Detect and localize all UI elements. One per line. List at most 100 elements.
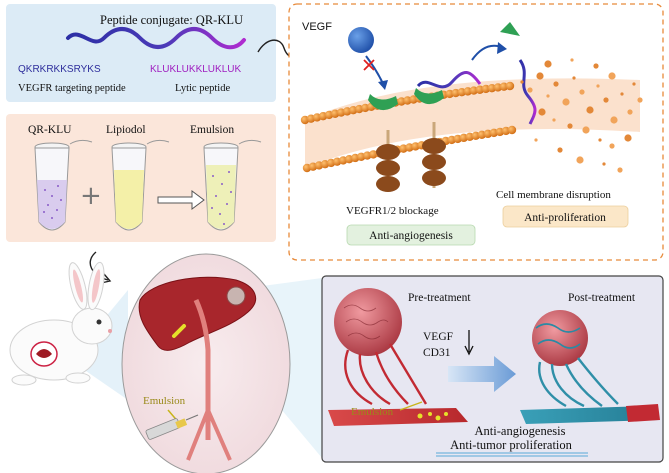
tube-emulsion — [203, 139, 262, 231]
plus-symbol: + — [80, 181, 102, 211]
debris-particle — [620, 92, 624, 96]
rabbit-to-liver-projection — [70, 290, 128, 400]
debris-particle — [598, 138, 602, 142]
receptor-blockage-label: VEGFR1/2 blockage — [346, 205, 439, 217]
debris-particle — [602, 162, 606, 166]
mix-arrow — [157, 190, 205, 210]
decrease-arrowhead — [464, 345, 474, 356]
debris-particle — [586, 106, 594, 114]
pre-treatment-label: Pre-treatment — [408, 292, 471, 304]
vegf-label: VEGF — [302, 21, 332, 33]
debris-particle — [627, 109, 633, 115]
inserting-peptide — [518, 59, 537, 125]
tube-label-qrklu: QR-KLU — [28, 124, 72, 136]
anti-angiogenesis-badge — [346, 224, 476, 246]
vegfr-sequence: QKRKRKKSRYKS — [18, 64, 101, 75]
anti-proliferation-badge — [502, 205, 629, 228]
debris-particle — [603, 97, 609, 103]
lytic-sequence: KLUKLUKKLUKLUK — [150, 64, 241, 75]
debris-particle — [632, 82, 636, 86]
lipid-head — [505, 81, 515, 91]
conjugate-panel: Peptide conjugate: QR-KLU QKRKRKKSRYKS K… — [6, 4, 276, 102]
bound-peptide — [416, 71, 482, 89]
treatment-emulsion-pointer — [399, 401, 423, 411]
post-treatment-label: Post-treatment — [568, 292, 636, 304]
membrane-debris — [520, 58, 643, 173]
debris-particle — [609, 143, 615, 149]
debris-particle — [572, 76, 576, 80]
peptide-chain — [66, 27, 246, 50]
anti-angiogenesis-text: Anti-angiogenesis — [369, 230, 453, 242]
pre-treatment-vessel — [328, 408, 468, 426]
conjugate-panel-background — [6, 4, 276, 102]
liver-panel: Emulsion — [121, 253, 291, 473]
post-treatment-tumor — [532, 310, 588, 366]
vegf-molecule — [348, 27, 374, 53]
peptide-anchor — [500, 22, 520, 36]
debris-particle — [520, 80, 524, 84]
debris-particle — [610, 116, 618, 124]
block-cross-icon — [363, 59, 375, 71]
hepatic-artery — [193, 298, 211, 440]
debris-particle — [553, 81, 559, 87]
debris-particle — [567, 123, 573, 129]
tube-label-lipiodol: Lipiodol — [106, 124, 146, 136]
debris-particle — [617, 167, 623, 173]
debris-particle — [544, 60, 552, 68]
debris-particle — [546, 94, 550, 98]
peptide-move-arrowhead — [497, 42, 507, 54]
receptor-right — [414, 88, 446, 188]
debris-particle — [637, 97, 643, 103]
debris-particle — [596, 84, 600, 88]
post-tumor-vessels — [538, 357, 619, 408]
lipid-head — [507, 125, 517, 135]
outcome-anti-angiogenesis: Anti-angiogenesis — [475, 424, 566, 438]
membrane-disruption-label: Cell membrane disruption — [496, 189, 611, 201]
debris-particle — [538, 108, 546, 116]
debris-particle — [608, 72, 616, 80]
vessel-emulsion-droplets — [417, 412, 448, 421]
artery-branches — [186, 409, 232, 461]
debris-particle — [582, 126, 590, 134]
anti-proliferation-text: Anti-proliferation — [524, 212, 606, 224]
mechanism-panel: VEGF Cell membrane disruption VEGFR1/2 b… — [288, 3, 664, 261]
marker-vegf-label: VEGF — [423, 331, 453, 343]
debris-particle — [593, 63, 599, 69]
syringe-icon — [145, 414, 199, 440]
conjugate-title: Peptide conjugate: QR-KLU — [100, 13, 243, 27]
debris-particle — [562, 98, 570, 106]
debris-particle — [557, 147, 563, 153]
debris-particle — [536, 72, 544, 80]
tube-label-emulsion: Emulsion — [190, 124, 234, 136]
liver-tumor — [226, 286, 246, 306]
rabbit-illustration — [9, 261, 113, 386]
liver-emulsion-deposit — [172, 324, 186, 338]
debris-particle — [552, 118, 556, 122]
pre-tumor-vessels — [344, 343, 428, 406]
pre-tumor-texture — [343, 304, 389, 340]
treatment-progress-arrow — [448, 356, 516, 392]
liver-organ — [138, 276, 257, 351]
post-tumor-blue-vessels — [535, 323, 581, 349]
vegf-arrowhead — [378, 80, 388, 90]
receptor-left — [368, 94, 400, 192]
debris-particle — [570, 58, 574, 62]
debris-particle — [527, 87, 533, 93]
debris-particle — [624, 134, 632, 142]
tube-qrklu — [34, 139, 93, 231]
post-treatment-vessel — [520, 406, 658, 424]
debris-particle — [579, 89, 585, 95]
debris-particle — [534, 138, 538, 142]
tube-lipiodol — [111, 139, 170, 231]
liver-emulsion-label: Emulsion — [143, 395, 186, 407]
preparation-panel: QR-KLU Lipiodol Emulsion + — [6, 114, 276, 242]
marker-cd31-label: CD31 — [423, 347, 451, 359]
debris-particle — [576, 156, 584, 164]
treatment-panel: Emulsion Pre-treatment Post-treatment VE… — [321, 275, 664, 463]
treatment-emulsion-label: Emulsion — [351, 406, 394, 418]
post-vessel-red-end — [626, 404, 660, 422]
lytic-label: Lytic peptide — [175, 83, 230, 94]
outcome-anti-tumor-proliferation: Anti-tumor proliferation — [450, 438, 573, 452]
vegfr-label: VEGFR targeting peptide — [18, 83, 126, 94]
